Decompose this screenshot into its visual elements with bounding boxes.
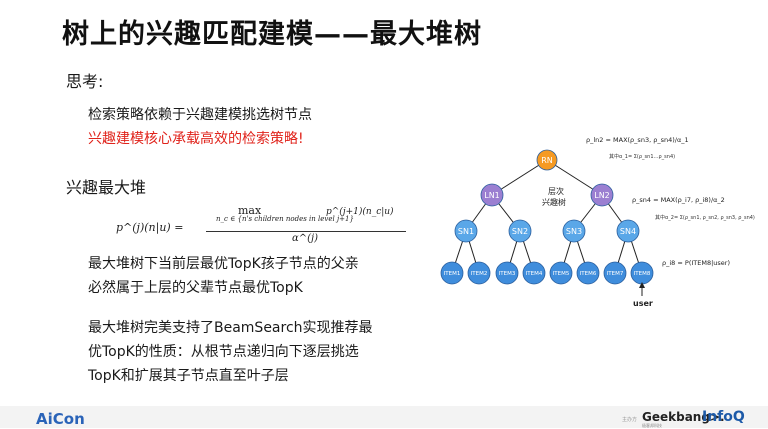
tree-node-label: RN [541,156,553,165]
tree-node-sn2: SN2 [508,219,532,243]
tree-node-sn1: SN1 [454,219,478,243]
annotation-root: ρ_ln2 = MAX(ρ_sn3, ρ_sn4)/α_1 [586,136,689,144]
annotation-root-sub: 其中α_1= Σ(ρ_sn1…ρ_sn4) [609,153,675,160]
tree-node-label: ITEM3 [499,271,516,277]
tree-node-ln1: LN1 [480,183,504,207]
tree-node-circle [603,261,627,285]
tree-node-circle [616,219,640,243]
tree-node-label: SN1 [458,227,474,236]
tree-node-item1: ITEM1 [440,261,464,285]
beamsearch-line-3: TopK和扩展其子节点直至叶子层 [88,368,289,384]
formula-max: max [238,204,262,217]
tree-edges [451,159,643,274]
tree-node-label: ITEM6 [580,271,597,277]
tree-node-circle [508,219,532,243]
formula-lhs: p^(j)(n|u) = [116,221,184,234]
formula-denominator: α^(j) [292,233,319,244]
tree-node-label: SN3 [566,227,582,236]
geekbang-logo: Geekbang>. [642,410,725,424]
tree-node-label: ITEM4 [526,271,543,277]
tree-node-item4: ITEM4 [522,261,546,285]
heap-property-line-2: 必然属于上层的父辈节点最优TopK [88,280,303,296]
center-label-line-2: 兴趣树 [542,197,566,207]
beamsearch-line-1: 最大堆树完美支持了BeamSearch实现推荐最 [88,320,373,336]
tree-node-label: ITEM7 [607,271,624,277]
tree-node-circle [549,261,573,285]
tree-node-item2: ITEM2 [467,261,491,285]
tree-node-label: ITEM5 [553,271,570,277]
center-label-line-1: 层次 [548,186,564,196]
tree-node-item8: ITEM8 [630,261,654,285]
fraction-line [206,231,406,232]
formula-numerator: p^(j+1)(n_c|u) [326,207,394,217]
tree-node-ln2: LN2 [590,183,614,207]
footer-bar [0,406,768,428]
tree-node-circle [576,261,600,285]
tree-node-circle [440,261,464,285]
annotation-leaf: ρ_i8 = P(ITEM8|user) [662,259,730,267]
tree-node-sn3: SN3 [562,219,586,243]
tree-node-label: LN2 [594,191,610,200]
tree-node-circle [495,261,519,285]
beamsearch-text: 最大堆树完美支持了BeamSearch实现推荐最 优TopK的性质：从根节点递归… [88,316,373,388]
aicon-logo: AiCon [36,410,85,428]
user-label: user [633,299,653,308]
heap-property-line-1: 最大堆树下当前层最优TopK孩子节点的父亲 [88,256,359,272]
infoq-logo: InfoQ [702,409,745,425]
tree-node-item7: ITEM7 [603,261,627,285]
annotation-ln2: ρ_sn4 = MAX(ρ_i7, ρ_i8)/α_2 [632,196,725,204]
heap-property-text: 最大堆树下当前层最优TopK孩子节点的父亲 必然属于上层的父辈节点最优TopK [88,252,359,300]
tree-node-label: ITEM2 [471,271,488,277]
heap-heading: 兴趣最大堆 [66,178,147,197]
annotation-ln2-sub: 其中α_2= Σ(ρ_sn1, ρ_sn2, ρ_sn3, ρ_sn4) [655,214,755,221]
tree-node-label: ITEM8 [634,271,651,277]
tree-node-rn: RN [536,149,558,171]
tree-node-circle [467,261,491,285]
tree-node-label: SN2 [512,227,528,236]
tree-node-item3: ITEM3 [495,261,519,285]
beamsearch-line-2: 优TopK的性质：从根节点递归向下逐层挑选 [88,344,359,360]
tree-node-circle [562,219,586,243]
tree-node-circle [454,219,478,243]
tree-node-item6: ITEM6 [576,261,600,285]
tree-node-sn4: SN4 [616,219,640,243]
tree-node-label: SN4 [620,227,636,236]
tree-node-label: ITEM1 [444,271,461,277]
slide-title: 树上的兴趣匹配建模——最大堆树 [62,19,482,50]
tree-node-label: LN1 [484,191,500,200]
organizer-label: 主办方 [622,417,638,423]
highlight-text: 兴趣建模核心承载高效的检索策略! [88,131,304,147]
think-label: 思考: [66,72,104,91]
formula-max-subscript: n_c ∈ {n's children nodes in level j+1} [216,215,354,223]
tree-node-circle [536,149,558,171]
tree-node-item5: ITEM5 [549,261,573,285]
tree-node-circle [480,183,504,207]
tree-node-circle [590,183,614,207]
retrieval-strategy-text: 检索策略依赖于兴趣建模挑选树节点 [88,107,312,123]
geekbang-subtitle: 极客邦科技 [642,423,662,428]
tree-node-circle [522,261,546,285]
